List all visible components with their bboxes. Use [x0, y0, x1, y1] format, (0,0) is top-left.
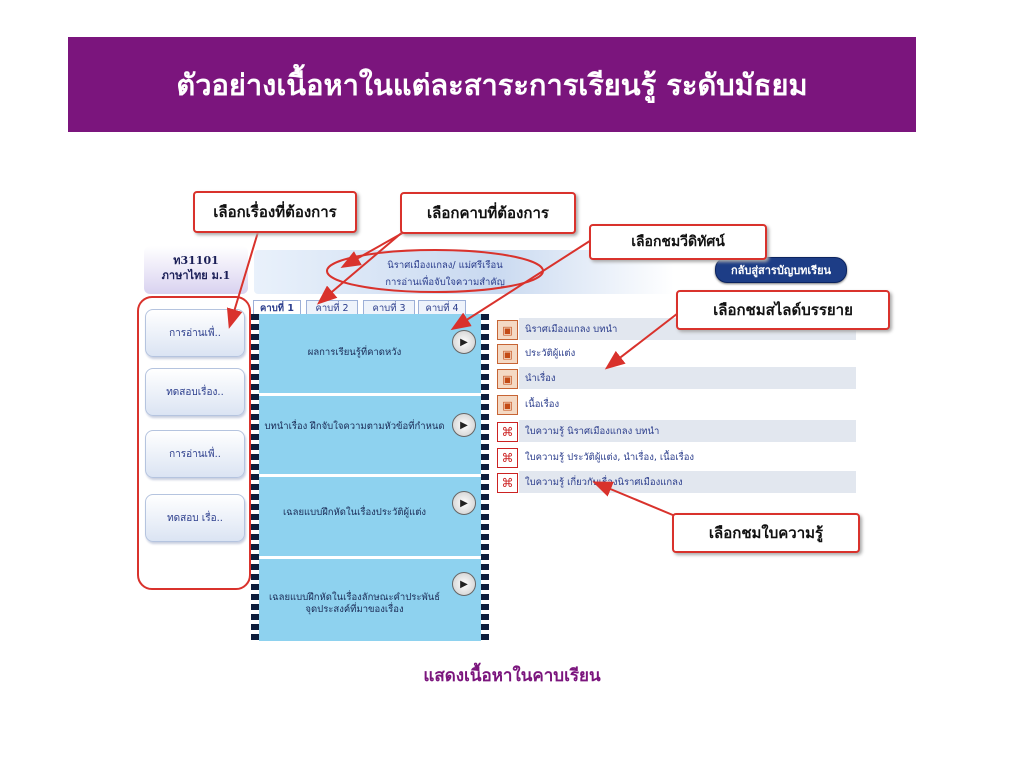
arrow-choose-slides — [604, 309, 683, 370]
tab-period-4[interactable]: คาบที่ 4 — [418, 300, 466, 316]
banner-title: ตัวอย่างเนื้อหาในแต่ละสาระการเรียนรู้ ระ… — [176, 67, 808, 102]
film-strip-left — [251, 314, 259, 641]
play-icon[interactable]: ▶ — [452, 491, 476, 515]
pdf-icon: ⌘ — [497, 422, 518, 442]
callout-choose-topic: เลือกเรื่องที่ต้องการ — [193, 191, 357, 233]
frame-divider — [259, 393, 481, 396]
topic-button-3[interactable]: การอ่านเพื่.. — [145, 430, 245, 478]
topic-subtitle: การอ่านเพื่อจับใจความสำคัญ — [385, 277, 505, 288]
frame-divider — [259, 474, 481, 477]
topic-title: นิราศเมืองแกลง/ แม่ศรีเรือน — [387, 260, 503, 271]
topic-highlight-box — [137, 296, 251, 590]
figure-caption: แสดงเนื้อหาในคาบเรียน — [423, 666, 601, 686]
pdf-icon: ⌘ — [497, 473, 518, 493]
play-icon[interactable]: ▶ — [452, 572, 476, 596]
topic-button-2[interactable]: ทดสอบเรื่อง.. — [145, 368, 245, 416]
sheet-item-2[interactable]: ใบความรู้ ประวัติผู้แต่ง, นำเรื่อง, เนื้… — [519, 446, 856, 468]
video-item-1[interactable]: ผลการเรียนรู้ที่คาดหวัง — [307, 347, 402, 358]
callout-choose-sheet: เลือกชมใบความรู้ — [672, 513, 860, 553]
title-banner — [68, 37, 916, 132]
slide-icon: ▣ — [497, 344, 518, 364]
callout-choose-period: เลือกคาบที่ต้องการ — [400, 192, 576, 234]
film-strip-right — [481, 314, 489, 641]
slide-icon: ▣ — [497, 320, 518, 340]
topic-button-4[interactable]: ทดสอบ เรื่อ.. — [145, 494, 245, 542]
tab-period-1[interactable]: คาบที่ 1 — [253, 300, 301, 316]
back-to-contents-button[interactable]: กลับสู่สารบัญบทเรียน — [715, 257, 847, 283]
tab-period-3[interactable]: คาบที่ 3 — [363, 300, 415, 316]
slide-icon: ▣ — [497, 369, 518, 389]
arrow-choose-topic — [226, 231, 259, 329]
callout-choose-slides: เลือกชมสไลด์บรรยาย — [676, 290, 890, 330]
course-label: ท31101 ภาษาไทย ม.1 — [144, 246, 248, 294]
play-icon[interactable]: ▶ — [452, 413, 476, 437]
video-list — [251, 314, 489, 641]
frame-divider — [259, 556, 481, 559]
callout-choose-video: เลือกชมวีดิทัศน์ — [589, 224, 767, 260]
play-icon[interactable]: ▶ — [452, 330, 476, 354]
sheet-item-1[interactable]: ใบความรู้ นิราศเมืองแกลง บทนำ — [519, 420, 856, 442]
video-item-3[interactable]: เฉลยแบบฝึกหัดในเรื่องประวัติผู้แต่ง — [282, 507, 427, 518]
slide-item-3[interactable]: นำเรื่อง — [519, 367, 856, 389]
video-item-2[interactable]: บทนำเรื่อง ฝึกจับใจความตามหัวข้อที่กำหนด — [264, 421, 445, 432]
video-item-4[interactable]: เฉลยแบบฝึกหัดในเรื่องลักษณะคำประพันธ์ จุ… — [268, 592, 441, 615]
course-name: ภาษาไทย ม.1 — [161, 269, 231, 282]
arrow-choose-period-2 — [316, 229, 406, 305]
slide-icon: ▣ — [497, 395, 518, 415]
pdf-icon: ⌘ — [497, 448, 518, 468]
course-code: ท31101 — [173, 254, 219, 267]
slide-item-2[interactable]: ประวัติผู้แต่ง — [519, 342, 856, 364]
slide-item-4[interactable]: เนื้อเรื่อง — [519, 393, 856, 415]
arrow-choose-video — [450, 236, 597, 331]
arrow-choose-sheet — [592, 481, 681, 519]
